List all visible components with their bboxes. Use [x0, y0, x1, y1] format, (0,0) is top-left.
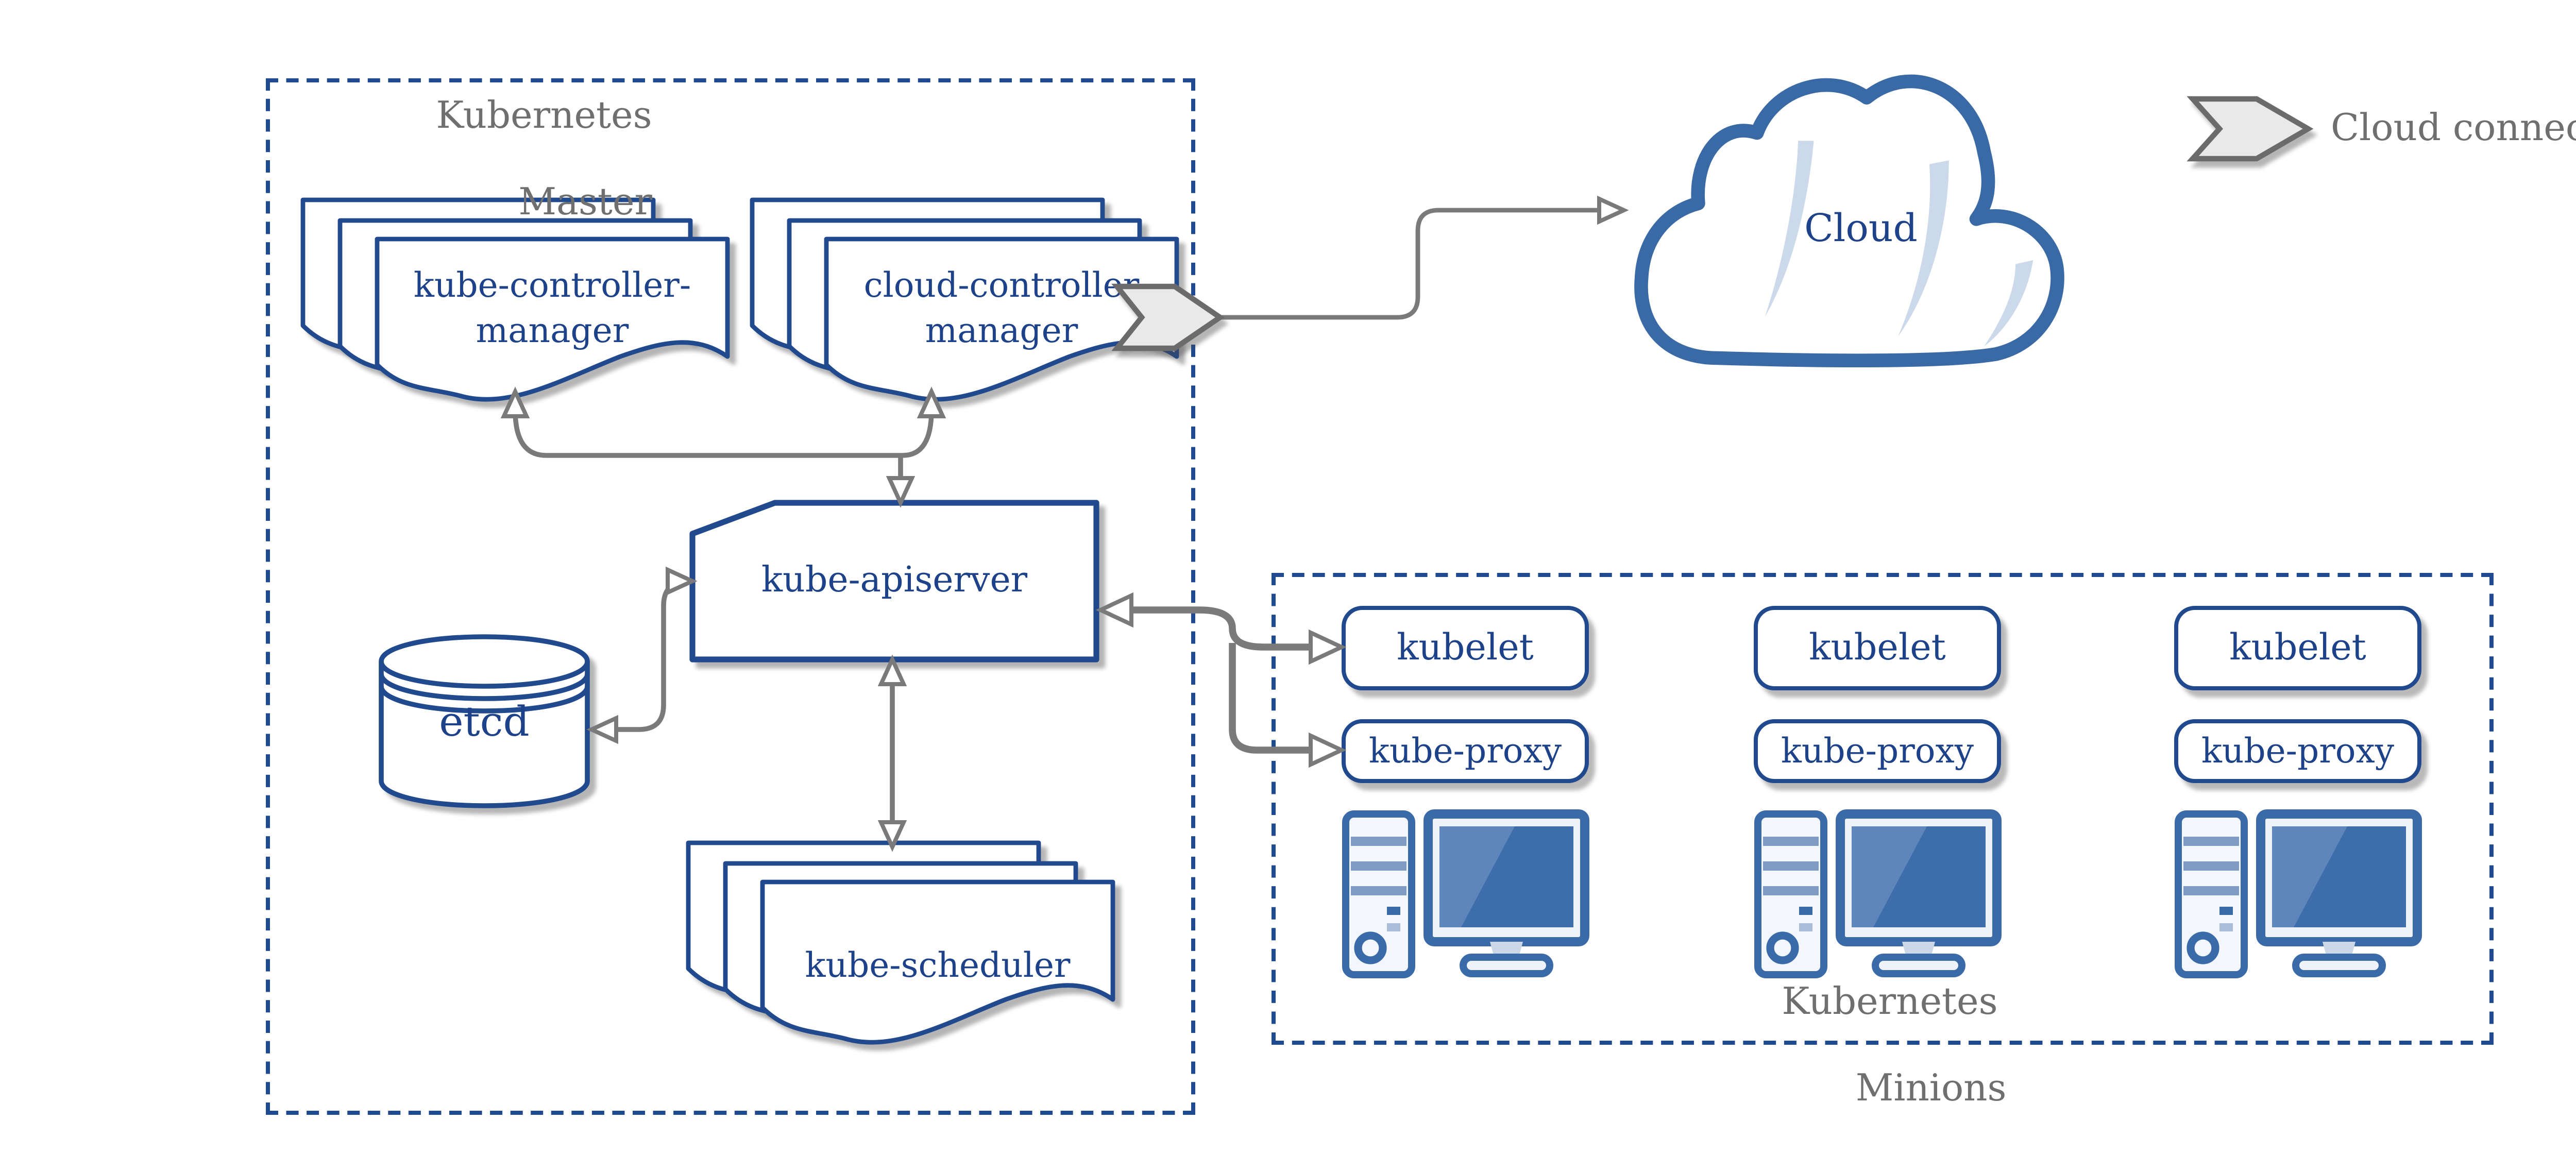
etcd-label: etcd: [439, 697, 530, 746]
kcm-line1: kube-controller-: [413, 266, 691, 305]
kube-scheduler-label: kube-scheduler: [805, 946, 1071, 985]
kubernetes-minions-box: [1272, 573, 2494, 1045]
apiserver-minions-connector: [1095, 592, 1347, 768]
ccm-line2: manager: [925, 311, 1078, 350]
arrow-right-icon: [1309, 732, 1347, 768]
arrow-down-icon: [877, 820, 907, 852]
arrow-up-icon: [877, 654, 907, 686]
kubelet-box: kubelet: [1342, 606, 1589, 690]
apiserver-scheduler-connector: [877, 654, 907, 852]
kubelet-box: kubelet: [1754, 606, 2001, 690]
kcm-line2: manager: [476, 311, 629, 350]
minions-title-line2: Minions: [1855, 1067, 2007, 1111]
arrow-right-icon: [666, 566, 698, 596]
ccm-cloud-connector: [1220, 195, 1629, 320]
legend-label: Cloud connector: [2331, 107, 2576, 150]
cloud-controller-manager-label: cloud-controller manager: [828, 264, 1175, 354]
cloud-icon: [1634, 74, 2064, 368]
kube-proxy-box: kube-proxy: [1754, 719, 2001, 783]
minions-title-line1: Kubernetes: [1782, 981, 1998, 1024]
kube-controller-manager-label: kube-controller- manager: [379, 264, 725, 354]
arrow-up-icon: [917, 386, 946, 418]
master-title-line2: Master: [518, 181, 652, 225]
arrow-right-icon: [1309, 629, 1347, 665]
master-title-line1: Kubernetes: [436, 95, 652, 138]
kube-proxy-box: kube-proxy: [2174, 719, 2421, 783]
arrow-up-icon: [500, 386, 530, 418]
kube-apiserver-label: kube-apiserver: [761, 561, 1028, 602]
arrow-left-icon: [1095, 592, 1133, 628]
etcd-apiserver-connector: [586, 566, 698, 744]
controllers-apiserver-connector: [500, 386, 946, 508]
kubernetes-master-box: [266, 78, 1195, 1115]
cloud-label: Cloud: [1804, 208, 1918, 251]
minions-title: Kubernetes Minions: [1684, 981, 2096, 1111]
ccm-line1: cloud-controller: [863, 266, 1140, 305]
arrow-right-icon: [1597, 195, 1629, 225]
master-title: Kubernetes Master: [338, 95, 750, 225]
arrow-down-icon: [886, 476, 916, 508]
legend-cloud-connector-chevron-icon: [2187, 96, 2314, 162]
cloud-connector-chevron-icon: [1111, 283, 1225, 351]
kubelet-box: kubelet: [2174, 606, 2421, 690]
etcd-database-icon: [379, 634, 590, 808]
arrow-left-icon: [586, 715, 618, 744]
